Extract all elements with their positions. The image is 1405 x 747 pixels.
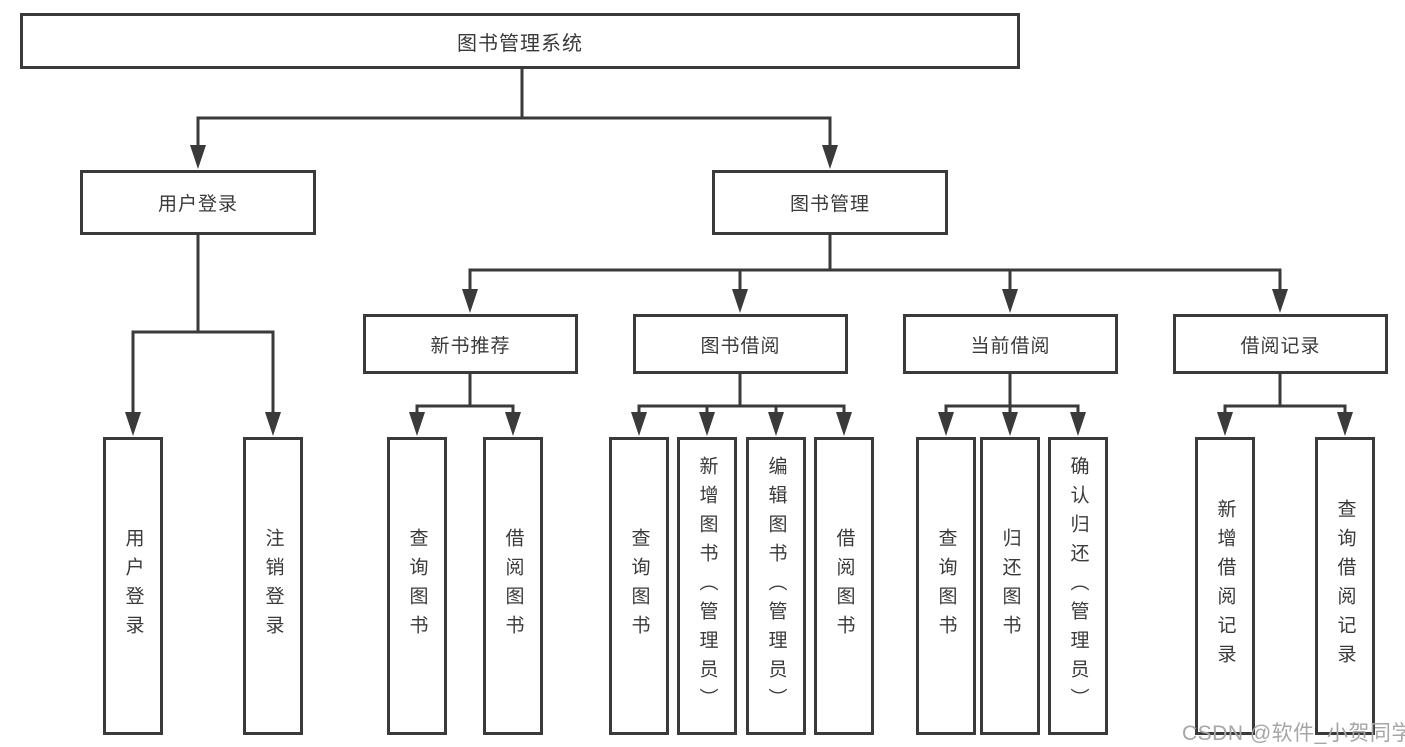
node-book-borrow: 图书借阅 [633, 314, 848, 374]
leaf-user-login: 用户登录 [103, 437, 163, 735]
node-book-management: 图书管理 [712, 170, 948, 235]
node-root: 图书管理系统 [20, 13, 1020, 69]
node-user-login: 用户登录 [80, 170, 316, 235]
branch-book-borrow [631, 373, 852, 436]
leaf-bb-query-books-label: 查询图书 [628, 528, 650, 644]
leaf-cb-query-books-label: 查询图书 [935, 528, 957, 644]
leaf-logout-label: 注销登录 [262, 528, 284, 644]
leaf-cb-confirm-return-admin: 确认归还（管理员） [1048, 437, 1108, 735]
arrowhead-icon [1070, 412, 1086, 436]
leaf-br-query-record: 查询借阅记录 [1315, 437, 1375, 735]
arrowhead-icon [505, 412, 521, 436]
arrowhead-icon [631, 412, 647, 436]
arrowhead-icon [1002, 412, 1018, 436]
leaf-br-query-record-label: 查询借阅记录 [1334, 499, 1356, 673]
leaf-bb-borrow-books-label: 借阅图书 [833, 528, 855, 644]
arrowhead-icon [938, 412, 954, 436]
arrowhead-icon [265, 412, 281, 436]
branch-user-login [125, 234, 281, 436]
branch-root [190, 67, 838, 169]
leaf-bb-add-book-admin: 新增图书（管理员） [677, 437, 737, 735]
arrowhead-icon [190, 145, 206, 169]
leaf-nbr-borrow-books: 借阅图书 [483, 437, 543, 735]
arrowhead-icon [768, 412, 784, 436]
leaf-bb-add-book-admin-label: 新增图书（管理员） [696, 455, 718, 717]
branch-new-book-recommend [409, 373, 521, 436]
watermark: CSDN @软件_小贺同学 [1182, 722, 1405, 745]
arrowhead-icon [1002, 289, 1018, 313]
branch-book-management [462, 234, 1288, 313]
leaf-user-login-label: 用户登录 [122, 528, 144, 644]
leaf-nbr-query-books: 查询图书 [387, 437, 447, 735]
leaf-bb-edit-book-admin: 编辑图书（管理员） [746, 437, 806, 735]
node-borrow-records: 借阅记录 [1173, 314, 1388, 374]
arrowhead-icon [699, 412, 715, 436]
arrowhead-icon [1337, 412, 1353, 436]
leaf-logout: 注销登录 [243, 437, 303, 735]
node-new-book-recommend: 新书推荐 [363, 314, 578, 374]
leaf-nbr-query-books-label: 查询图书 [406, 528, 428, 644]
arrowhead-icon [1272, 289, 1288, 313]
node-current-borrow: 当前借阅 [903, 314, 1118, 374]
branch-current-borrow [938, 373, 1086, 436]
leaf-cb-return-books: 归还图书 [980, 437, 1040, 735]
leaf-bb-borrow-books: 借阅图书 [814, 437, 874, 735]
leaf-cb-query-books: 查询图书 [916, 437, 976, 735]
arrowhead-icon [125, 412, 141, 436]
arrowhead-icon [822, 145, 838, 169]
leaf-bb-edit-book-admin-label: 编辑图书（管理员） [765, 455, 787, 717]
arrowhead-icon [462, 289, 478, 313]
arrowhead-icon [409, 412, 425, 436]
arrowhead-icon [1217, 412, 1233, 436]
leaf-nbr-borrow-books-label: 借阅图书 [502, 528, 524, 644]
leaf-cb-confirm-return-admin-label: 确认归还（管理员） [1067, 455, 1089, 717]
arrowhead-icon [836, 412, 852, 436]
branch-borrow-records [1217, 373, 1353, 436]
leaf-br-add-record-label: 新增借阅记录 [1214, 499, 1236, 673]
leaf-cb-return-books-label: 归还图书 [999, 528, 1021, 644]
arrowhead-icon [732, 289, 748, 313]
leaf-br-add-record: 新增借阅记录 [1195, 437, 1255, 735]
leaf-bb-query-books: 查询图书 [609, 437, 669, 735]
